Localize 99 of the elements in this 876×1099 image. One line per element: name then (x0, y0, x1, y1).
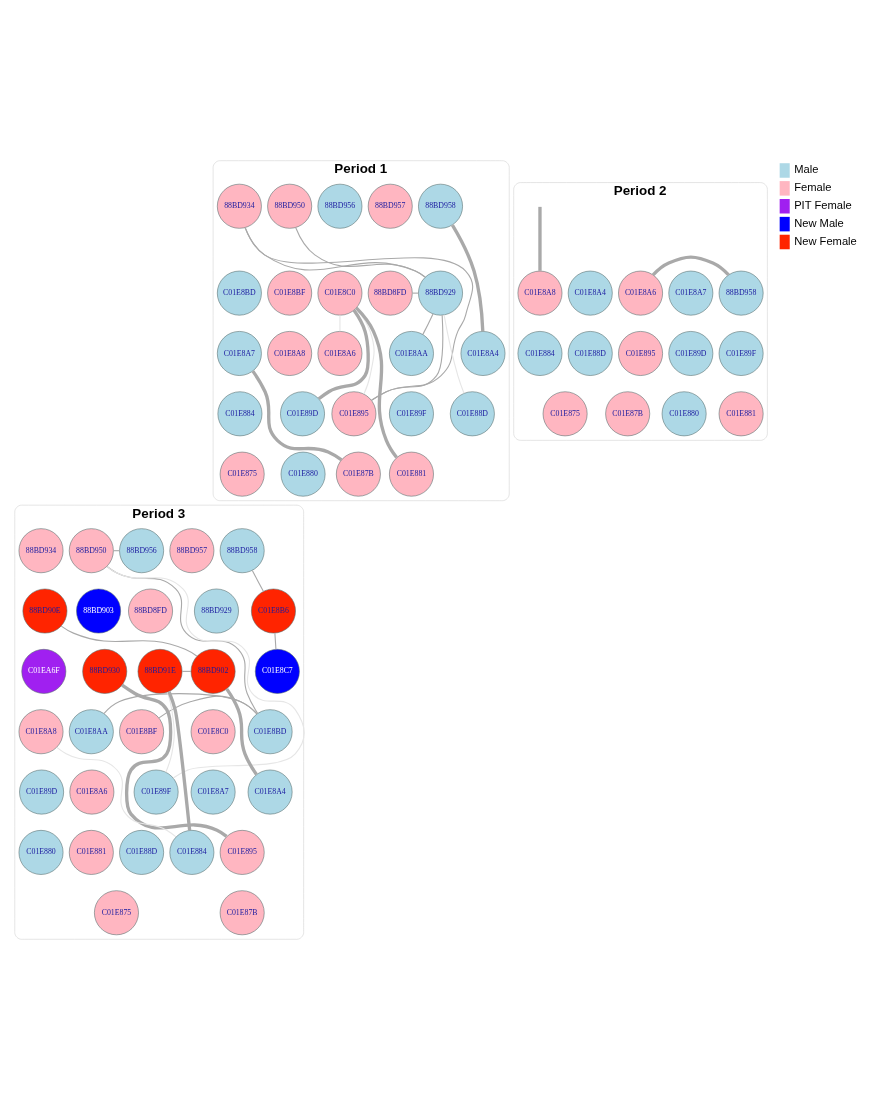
node-circle: C01E880 (18, 829, 64, 875)
node-circle: 88BD902 (190, 648, 236, 694)
connector (60, 625, 198, 657)
node-circle: C01E881 (68, 829, 114, 875)
node-circle: C01E87B (336, 451, 381, 496)
connector (244, 226, 426, 278)
node-circle: C01E8A4 (460, 330, 506, 376)
connector (165, 691, 175, 773)
node-circle: 88BD956 (317, 183, 363, 229)
node-circle: 88BD934 (217, 183, 262, 229)
node-circle: 88BD950 (267, 183, 312, 229)
node-circle: 88BD950 (68, 527, 114, 573)
node-circle: C01E8C0 (317, 270, 363, 315)
node-circle: C01E88D (119, 829, 164, 875)
node-circle: C01E8A7 (217, 330, 262, 376)
node-circle: C01E8B6 (251, 588, 296, 633)
node-circle: C01E8A4 (567, 270, 613, 315)
node-circle: C01E8AA (68, 708, 114, 754)
legend-label: PIT Female (794, 198, 852, 211)
node-circle: C01E875 (219, 451, 265, 496)
node-circle: 88BD934 (18, 527, 64, 573)
node-circle: 88BD958 (718, 270, 764, 315)
node-circle: C01E881 (718, 390, 764, 436)
connector (451, 223, 485, 331)
connector (244, 226, 474, 401)
node-circle: 88BD958 (418, 183, 463, 229)
node-circle: C01E8A6 (69, 769, 115, 814)
node-circle: C01E8A4 (247, 769, 293, 814)
node-circle: C01E8BF (267, 270, 312, 315)
node-circle: C01E875 (94, 889, 139, 935)
connector (181, 670, 192, 672)
node-circle: 88BD930 (82, 648, 128, 694)
connector (371, 314, 444, 401)
node-circle: C01E8BD (217, 270, 262, 315)
node-circle: C01E87B (219, 889, 265, 935)
node-circle: C01E87B (605, 390, 651, 436)
node-circle: C01E8A7 (668, 270, 714, 315)
node-circle: 88BD8FD (367, 270, 413, 315)
node-circle: C01E884 (517, 330, 563, 376)
connector (422, 312, 434, 335)
node-circle: 88BD8FD (128, 588, 173, 633)
legend-label: Male (794, 162, 819, 175)
node-circle: C01E88D (450, 390, 495, 436)
node-circle: C01E8A6 (618, 270, 663, 315)
node-circle: C01E8A6 (317, 330, 363, 376)
node-circle: C01E8C0 (190, 708, 236, 754)
node-circle: 88BD957 (169, 527, 215, 573)
connector (106, 565, 305, 778)
node-circle: C01E8BF (119, 708, 164, 754)
node-circle: C01E8A8 (18, 708, 64, 754)
node-circle: C01E88D (567, 330, 613, 376)
node-circle: C01E8BD (247, 708, 293, 754)
node-circle: C01E8AA (389, 330, 434, 376)
node-circle: C01E895 (331, 390, 377, 436)
node-circle: C01E89F (133, 769, 179, 814)
node-circle: C01E895 (219, 829, 265, 875)
node-circle: 88BD929 (194, 588, 239, 633)
connector (317, 308, 370, 400)
node-circle: C01E8A8 (267, 330, 312, 376)
node-circle: 88BD958 (219, 527, 265, 573)
connector (121, 683, 228, 838)
connector (167, 690, 192, 831)
node-circle: C01E8A8 (517, 270, 563, 315)
connector (274, 632, 277, 650)
node-circle: C01E89F (389, 390, 434, 436)
node-circle: C01E895 (618, 330, 663, 376)
connector (225, 687, 258, 775)
node-circle: C01E884 (217, 390, 263, 436)
node-circle: C01E875 (542, 390, 588, 436)
node-circle: 88BD929 (418, 270, 463, 315)
node-circle: 88BD90E (22, 588, 68, 633)
node-circle: C01E8C7 (255, 648, 300, 694)
node-circle: 88BD956 (119, 527, 164, 573)
connector (355, 306, 398, 459)
node-circle: C01E89D (19, 769, 64, 814)
node-circle: C01E880 (661, 390, 707, 436)
legend-label: New Female (794, 234, 857, 247)
node-circle: C01EA6F (21, 648, 67, 694)
node-circle: C01E880 (280, 451, 326, 496)
node-circle: C01E881 (389, 451, 434, 496)
connector (103, 692, 258, 714)
legend-label: Female (794, 180, 832, 193)
connector (443, 313, 465, 394)
connector (651, 255, 730, 276)
node-circle: C01E89D (280, 390, 325, 436)
node-circle: C01E89D (668, 330, 714, 376)
node-circle: 88BD957 (367, 183, 413, 229)
node-circle: 88BD91E (137, 648, 183, 694)
connector (251, 569, 264, 592)
connector (411, 292, 419, 294)
connector (251, 369, 343, 461)
node-circle: C01E8A7 (190, 769, 236, 814)
connector (56, 746, 177, 837)
node-circle: C01E884 (169, 829, 215, 875)
node-circle: C01E89F (718, 330, 764, 376)
node-circle: 88BD903 (76, 588, 121, 633)
connector (295, 226, 426, 278)
legend-label: New Male (794, 216, 844, 229)
connector (538, 206, 542, 271)
